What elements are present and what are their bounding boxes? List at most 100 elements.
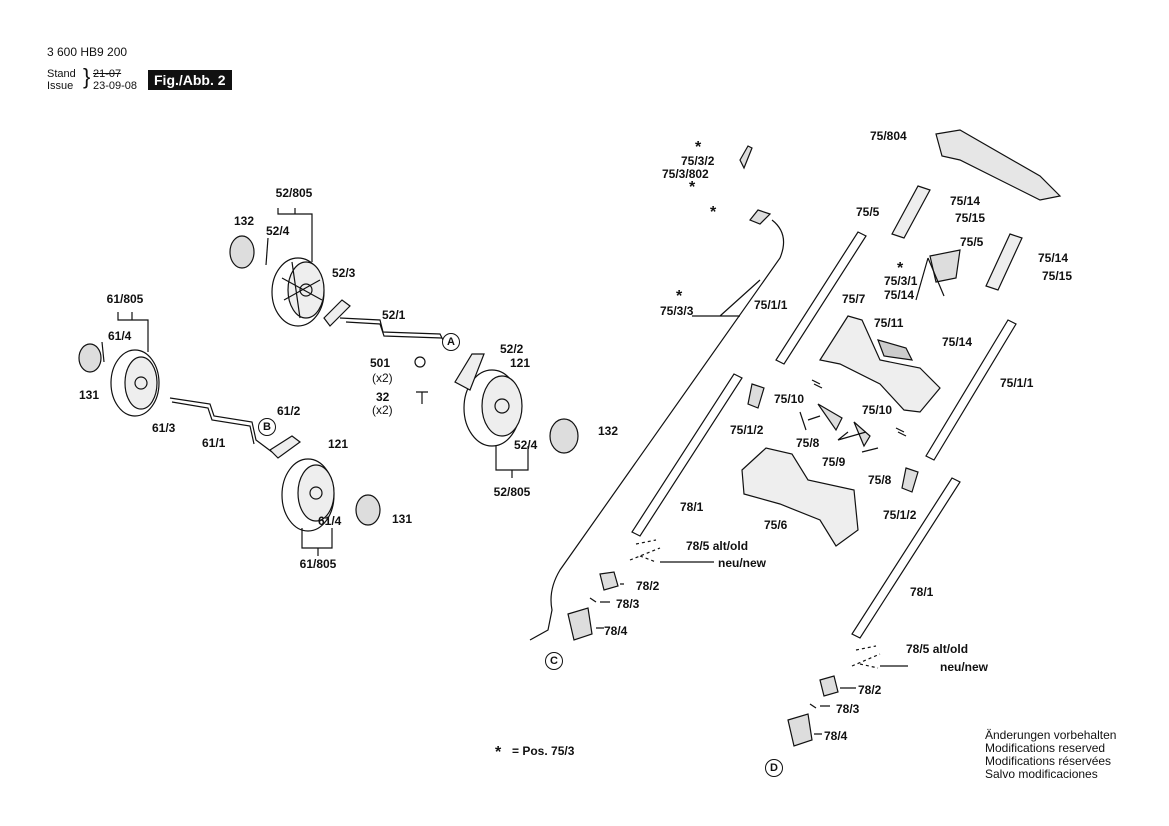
part-label-75-3-1: 75/3/1 [884, 274, 918, 288]
part-label-78-5-a: 78/5 alt/old [686, 539, 749, 553]
part-label-75-14-b: 75/14 [1038, 251, 1069, 265]
cable-75-3-3 [529, 219, 785, 641]
part-label-75-5-b: 75/5 [960, 235, 984, 249]
legend-text: = Pos. 75/3 [512, 744, 575, 758]
front-wheel-right [281, 458, 335, 532]
part-label-neu-new-a: neu/new [718, 556, 767, 570]
part-label-78-5-b: 78/5 alt/old [906, 642, 969, 656]
bracket-61-2 [269, 435, 302, 459]
part-label-78-3-b: 78/3 [836, 702, 860, 716]
handle-top-75-804 [935, 129, 1062, 201]
part-label-75-1-1-a: 75/1/1 [754, 298, 788, 312]
part-label-75-14-d: 75/14 [942, 335, 973, 349]
star-marker: * [897, 260, 904, 277]
callout-d: D [765, 759, 783, 777]
part-label-75-804: 75/804 [870, 129, 907, 143]
part-label-75-15-b: 75/15 [1042, 269, 1073, 283]
part-qty-32: (x2) [372, 403, 393, 417]
part-label-52-3: 52/3 [332, 266, 356, 280]
part-label-75-1-1-b: 75/1/1 [1000, 376, 1034, 390]
base-75-6 [741, 447, 859, 547]
part-label-neu-new-b: neu/new [940, 660, 989, 674]
part-label-78-1-b: 78/1 [910, 585, 934, 599]
callout-c: C [545, 652, 563, 670]
part-label-75-11: 75/11 [874, 316, 904, 330]
star-marker: * [676, 288, 683, 305]
document-number: 3 600 HB9 200 [47, 45, 128, 59]
brace-glyph: } [83, 64, 91, 89]
stand-label: Stand [47, 68, 76, 80]
star-marker: * [710, 204, 717, 221]
part-label-75-10-b: 75/10 [862, 403, 893, 417]
part-label-121-left: 121 [328, 437, 349, 451]
footer-note-de: Änderungen vorbehalten [985, 728, 1117, 742]
part-label-75-3-3: 75/3/3 [660, 304, 694, 318]
part-label-78-4-b: 78/4 [824, 729, 848, 743]
part-label-78-3-a: 78/3 [616, 597, 640, 611]
issue-label: Issue [47, 80, 74, 92]
part-label-75-10-a: 75/10 [774, 392, 805, 406]
part-label-52-1: 52/1 [382, 308, 406, 322]
hubcap-132-top [229, 235, 255, 269]
figure-badge: Fig./Abb. 2 [148, 70, 232, 90]
legend-star: * [495, 744, 502, 761]
bracket-52-2 [454, 353, 485, 391]
part-label-52-2: 52/2 [500, 342, 524, 356]
tube-78-1-left [631, 373, 743, 537]
part-label-61-3: 61/3 [152, 421, 176, 435]
part-label-75-14-a: 75/14 [950, 194, 981, 208]
part-label-75-7: 75/7 [842, 292, 866, 306]
hubcap-131-right [355, 494, 381, 526]
part-label-78-4-a: 78/4 [604, 624, 628, 638]
part-label-52-4-bottom: 52/4 [514, 438, 538, 452]
part-label-132-right: 132 [598, 424, 619, 438]
part-label-52-805-bottom: 52/805 [493, 485, 531, 499]
washer-501 [414, 356, 426, 368]
part-label-75-5-a: 75/5 [856, 205, 880, 219]
part-label-75-1-2-a: 75/1/2 [730, 423, 764, 437]
part-label-121-right: 121 [510, 356, 531, 370]
frame-75-7 [819, 315, 941, 413]
stand-date: 21-07 [93, 68, 122, 80]
callout-a: A [442, 333, 460, 351]
star-marker: * [689, 179, 696, 196]
issue-date: 23-09-08 [93, 80, 138, 92]
part-label-61-1: 61/1 [202, 436, 226, 450]
part-label-75-14-c: 75/14 [884, 288, 915, 302]
axle-61-1 [169, 397, 273, 453]
part-label-75-8-a: 75/8 [796, 436, 820, 450]
part-label-75-3-2: 75/3/2 [681, 154, 715, 168]
part-label-131-right: 131 [392, 512, 413, 526]
part-label-131-left: 131 [79, 388, 100, 402]
star-marker: * [695, 139, 702, 156]
footer-note-es: Salvo modificaciones [985, 767, 1098, 781]
part-label-61-805-bottom: 61/805 [299, 557, 337, 571]
part-label-75-1-2-b: 75/1/2 [883, 508, 917, 522]
part-label-78-2-b: 78/2 [858, 683, 882, 697]
tube-78-1-right [851, 477, 961, 639]
part-label-501: 501 [370, 356, 391, 370]
part-label-75-3-802: 75/3/802 [662, 167, 709, 181]
tube-75-1-1-right [925, 319, 1017, 461]
part-label-75-15-a: 75/15 [955, 211, 986, 225]
front-wheel-left [110, 349, 160, 417]
part-label-52-4-top: 52/4 [266, 224, 290, 238]
part-label-75-6: 75/6 [764, 518, 788, 532]
part-label-75-8-b: 75/8 [868, 473, 892, 487]
part-label-52-805-top: 52/805 [275, 186, 313, 200]
part-label-132-left: 132 [234, 214, 255, 228]
bracket-52-3 [323, 299, 351, 327]
hubcap-131-left [78, 343, 102, 373]
part-label-78-2-a: 78/2 [636, 579, 660, 593]
part-label-61-805-top: 61/805 [106, 292, 144, 306]
part-label-78-1-a: 78/1 [680, 500, 704, 514]
part-label-61-4-top: 61/4 [108, 329, 132, 343]
rear-wheel-bottom [463, 369, 523, 447]
footer-note-en: Modifications reserved [985, 741, 1106, 755]
part-qty-501: (x2) [372, 371, 393, 385]
footer-note-fr: Modifications réservées [985, 754, 1112, 768]
hubcap-132-right [549, 418, 579, 454]
callout-b: B [258, 418, 276, 436]
part-label-32: 32 [376, 390, 390, 404]
